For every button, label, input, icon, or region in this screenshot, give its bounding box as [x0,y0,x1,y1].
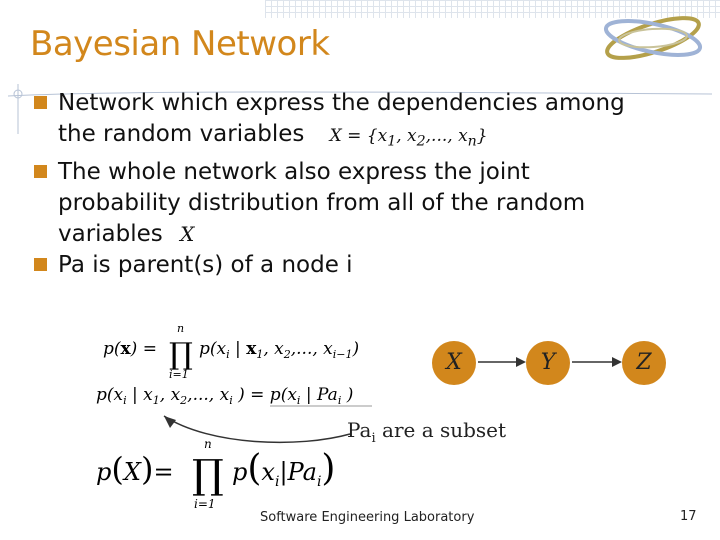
graph-node-z: Z [622,341,666,385]
bullet-text: the random variables [58,121,305,147]
arrowhead-icon [516,357,526,367]
header-grid-decoration [265,0,720,18]
svg-text:∏: ∏ [169,337,193,372]
subset-annotation: Pai are a subset [347,418,507,446]
graph-node-x: X [432,341,476,385]
svg-text:p(x) =: p(x) = [103,339,157,359]
title-divider-decoration [7,84,713,134]
orbit-logo-icon [603,16,703,60]
bullet-text: The whole network also express the joint [58,159,530,186]
bullet-square-icon [34,96,47,109]
bullet-item: Pa is parent(s) of a node i [34,250,694,281]
bullet-item: Network which express the dependencies a… [34,88,694,157]
joint-distribution-equation: p(X)= n ∏ i=1 p(xi|Pai) [96,437,335,511]
bullet-text-continuation: the random variables X = {x1, x2,..., xn… [58,119,694,157]
product-upper-limit: n [177,322,184,335]
variable-formula: X [180,222,195,247]
bullet-text: Network which express the dependencies a… [58,90,625,116]
svg-text:n: n [204,437,212,451]
joint-factorization-equation: p(x) = n ∏ i=1 p(xi | x1, x2,..., xi−1) [103,322,359,380]
arrowhead-icon [612,357,622,367]
graph-node-y: Y [526,341,570,385]
graph-edges [478,357,622,367]
svg-text:p(xi | x1, x2,..., xi ) = p(xi: p(xi | x1, x2,..., xi ) = p(xi | Pai ) [96,385,353,407]
variable-set-formula: X = {x1, x2,..., xn} [329,126,488,150]
bullet-text: probability distribution from all of the… [58,190,586,217]
svg-text:∏: ∏ [192,452,224,498]
bullet-text: variables [58,221,163,248]
product-lower-limit: i=1 [169,368,189,380]
svg-text:p(xi | x1, x2,..., xi−1): p(xi | x1, x2,..., xi−1) [199,339,359,361]
bullet-list: Network which express the dependencies a… [34,88,694,281]
bullet-square-icon [34,165,47,179]
bullet-item: The whole network also express the joint… [34,157,694,250]
subset-arrow [163,415,351,444]
svg-text:i=1: i=1 [194,497,216,511]
footer-text: Software Engineering Laboratory [260,510,475,525]
page-number: 17 [680,509,697,524]
parent-substitution-equation: p(xi | x1, x2,..., xi ) = p(xi | Pai ) [96,385,372,407]
bullet-text: Pa is parent(s) of a node i [58,252,353,279]
slide-title: Bayesian Network [30,24,330,64]
svg-text:p(X)=: p(X)= [96,450,174,488]
bullet-square-icon [34,258,47,272]
svg-text:p(xi|Pai): p(xi|Pai) [232,448,335,490]
bullet-text-continuation: variables X [58,219,694,250]
